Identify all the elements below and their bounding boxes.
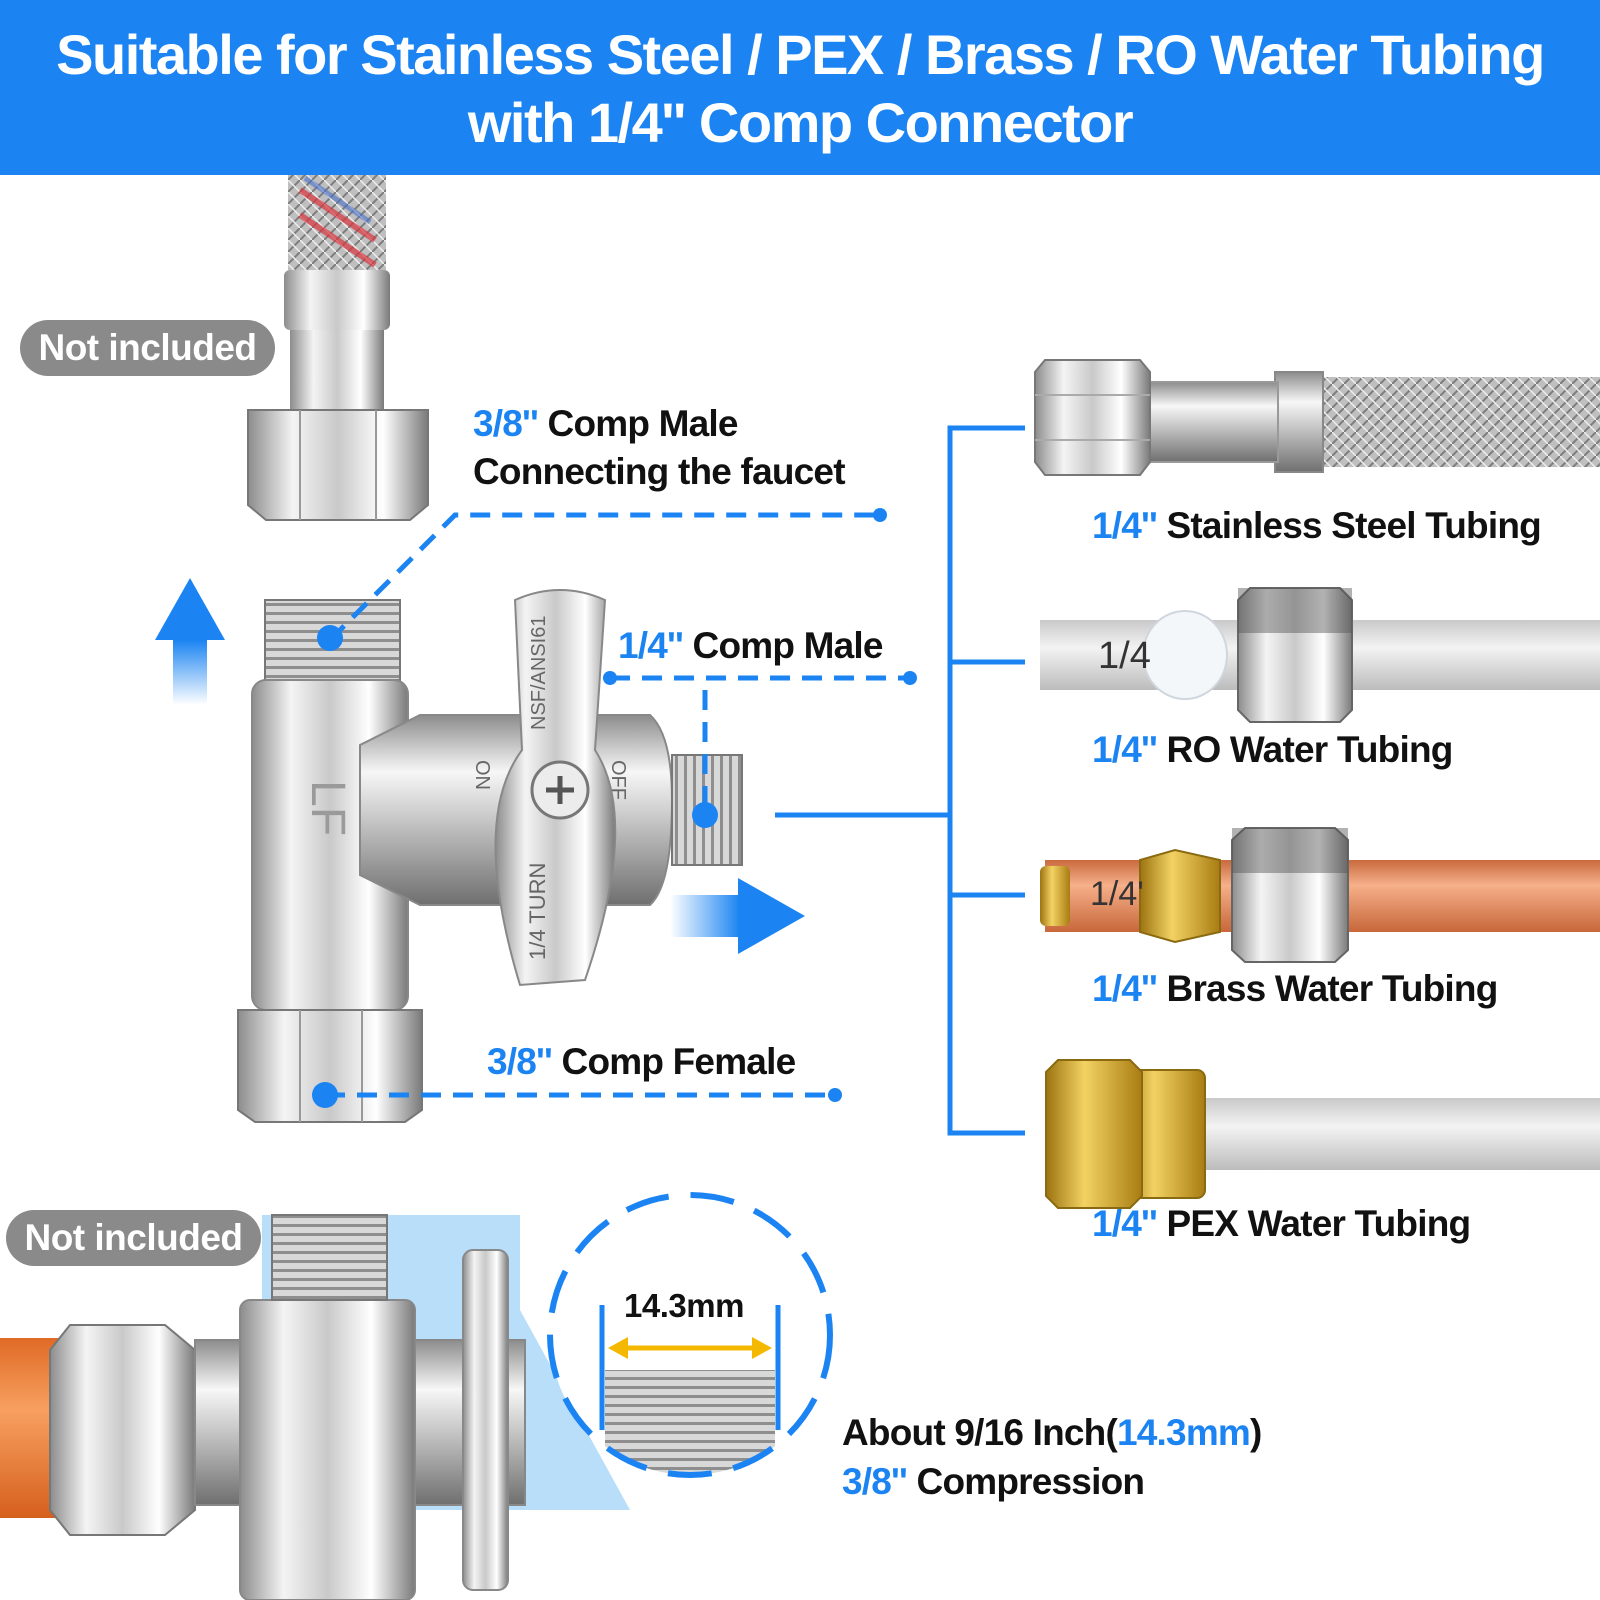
not-included-badge-bottom: Not included (6, 1210, 261, 1266)
valve-off-mark: OFF (607, 760, 629, 800)
label-pex-tubing: 1/4'' PEX Water Tubing (1092, 1202, 1472, 1246)
label-compression: 3/8'' Compression (842, 1460, 1145, 1504)
valve-turn-mark: 1/4 TURN (525, 863, 550, 960)
thread-zoom-circle (547, 1192, 833, 1478)
label-ro-tubing: 1/4'' RO Water Tubing (1092, 728, 1453, 772)
angle-stop-valve: LF 1/4 TURN NSF/ANSI61 OFF ON (237, 589, 743, 1123)
label-text: Comp Female (561, 1041, 797, 1082)
label-text: Compression (916, 1461, 1145, 1502)
label-comp-male-38: 3/8'' Comp Male (473, 402, 739, 446)
label-comp-female-38: 3/8'' Comp Female (487, 1040, 797, 1084)
callout-lines (325, 512, 910, 1098)
installed-valve-detail (0, 1214, 630, 1600)
banner-title-line2: with 1/4'' Comp Connector (467, 91, 1134, 154)
label-about-size: About 9/16 Inch(14.3mm) (842, 1411, 1262, 1455)
label-about-suffix: ) (1250, 1412, 1262, 1453)
label-text: Brass Water Tubing (1166, 968, 1499, 1009)
label-size: 1/4'' (618, 625, 684, 666)
label-size: 1/4'' (1092, 1203, 1158, 1244)
label-size: 1/4'' (1092, 968, 1158, 1009)
header-banner: Suitable for Stainless Steel / PEX / Bra… (0, 0, 1600, 175)
label-text: Comp Male (547, 403, 739, 444)
ro-tubing-image: 1/4 (1040, 587, 1600, 723)
label-connecting-faucet: Connecting the faucet (473, 451, 846, 492)
flow-right-arrow (670, 878, 805, 954)
label-size: 1/4'' (1092, 505, 1158, 546)
label-size: 3/8'' (487, 1041, 553, 1082)
ro-tube-mark: 1/4 (1098, 635, 1151, 677)
flow-up-arrow (155, 578, 225, 705)
tubing-bracket (775, 425, 1025, 1136)
label-about-value: 14.3mm (1117, 1412, 1251, 1453)
pex-tubing-image (1045, 1059, 1600, 1209)
label-brass-tubing: 1/4'' Brass Water Tubing (1092, 967, 1498, 1011)
label-size: 3/8'' (842, 1461, 908, 1502)
label-stainless-tubing: 1/4'' Stainless Steel Tubing (1092, 504, 1542, 548)
banner-title-line1: Suitable for Stainless Steel / PEX / Bra… (56, 23, 1545, 86)
label-text: PEX Water Tubing (1166, 1203, 1472, 1244)
label-text: Stainless Steel Tubing (1166, 505, 1542, 546)
faucet-supply-hose (247, 175, 429, 521)
stainless-steel-tubing-image (1034, 359, 1600, 476)
label-text: RO Water Tubing (1166, 729, 1454, 770)
thread-measurement: 14.3mm (624, 1287, 744, 1324)
callout-dots (312, 508, 917, 1108)
brass-tubing-image: 1/4' (1040, 827, 1600, 963)
label-about-prefix: About 9/16 Inch( (842, 1412, 1118, 1453)
valve-lf-mark: LF (301, 780, 354, 836)
valve-cert-mark: NSF/ANSI61 (528, 616, 550, 730)
label-text: Comp Male (692, 625, 884, 666)
label-size: 3/8'' (473, 403, 539, 444)
brass-tube-mark: 1/4' (1090, 875, 1144, 913)
label-size: 1/4'' (1092, 729, 1158, 770)
valve-on-mark: ON (471, 760, 493, 790)
not-included-badge-top: Not included (20, 320, 275, 376)
label-comp-male-14: 1/4'' Comp Male (618, 624, 884, 668)
